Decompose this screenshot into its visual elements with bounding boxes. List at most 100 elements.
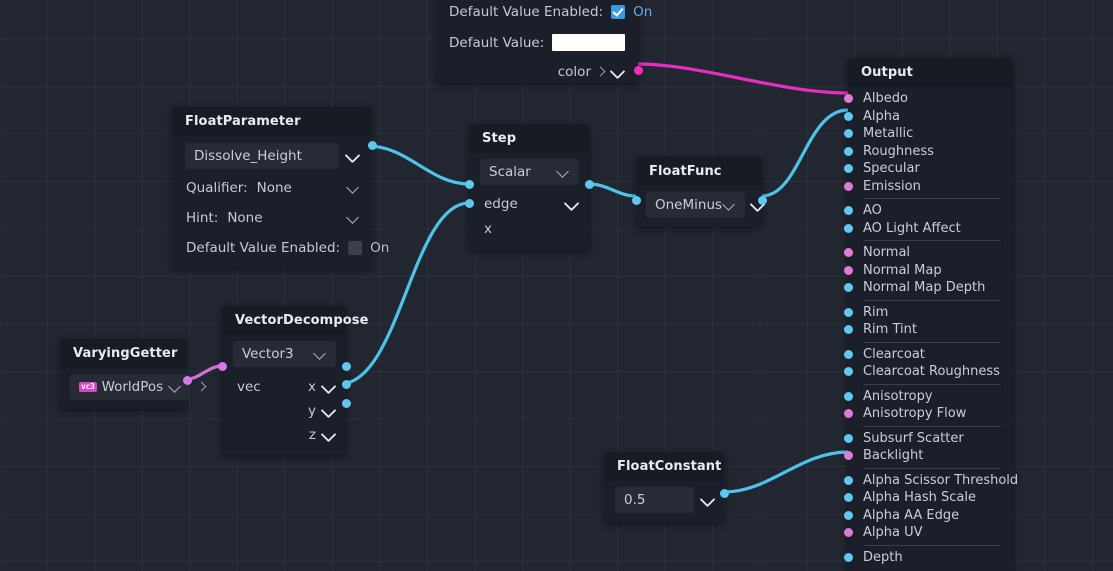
hint-value[interactable]: None: [227, 209, 263, 226]
node-float-constant[interactable]: FloatConstant 0.5: [604, 452, 729, 522]
node-float-func[interactable]: FloatFunc OneMinus: [631, 157, 767, 227]
output-port-row[interactable]: Backlight: [843, 447, 1013, 465]
default-value-enabled-checkbox[interactable]: [611, 4, 626, 19]
node-vector-decompose[interactable]: VectorDecompose Vector3 vec x y z: [217, 306, 368, 455]
chevron-right-icon[interactable]: [197, 381, 207, 393]
default-value-color-swatch[interactable]: [552, 34, 625, 51]
port-floatfunc-out[interactable]: [757, 195, 767, 205]
output-port-row[interactable]: Metallic: [843, 125, 1013, 143]
port-ao-in[interactable]: [843, 206, 853, 216]
port-alpha-uv-in[interactable]: [843, 528, 853, 538]
chevron-down-icon[interactable]: [346, 212, 360, 224]
output-port-row[interactable]: Anisotropy Flow: [843, 405, 1013, 423]
floatconstant-value-input[interactable]: 0.5: [615, 487, 694, 513]
wire-floatparameter-to-step-edge: [366, 144, 471, 186]
output-port-row[interactable]: Roughness: [843, 143, 1013, 161]
port-rim-in[interactable]: [843, 307, 853, 317]
chevron-down-icon[interactable]: [322, 405, 336, 417]
output-port-row[interactable]: Anisotropy: [843, 388, 1013, 406]
color-output-label: color: [557, 63, 591, 80]
port-anisotropy-in[interactable]: [843, 391, 853, 401]
port-ao-light-affect-in[interactable]: [843, 223, 853, 233]
port-depth-in[interactable]: [843, 552, 853, 562]
port-alpha-hash-scale-in[interactable]: [843, 493, 853, 503]
port-anisotropy-flow-in[interactable]: [843, 409, 853, 419]
port-alpha-scissor-threshold-in[interactable]: [843, 475, 853, 485]
output-port-label: Depth: [863, 549, 903, 565]
output-port-row[interactable]: Alpha UV: [843, 524, 1013, 542]
output-port-row[interactable]: Rim Tint: [843, 321, 1013, 339]
output-port-row[interactable]: Subsurf Scatter: [843, 430, 1013, 448]
port-rim-tint-in[interactable]: [843, 325, 853, 335]
port-step-out[interactable]: [584, 179, 594, 189]
chevron-down-icon[interactable]: [701, 494, 715, 506]
chevron-down-icon[interactable]: [346, 182, 360, 194]
chevron-down-icon[interactable]: [346, 150, 360, 162]
output-port-row[interactable]: Normal Map: [843, 262, 1013, 280]
varyinggetter-select[interactable]: vc3 WorldPos: [70, 374, 192, 400]
output-port-row[interactable]: Normal: [843, 244, 1013, 262]
port-step-x-in[interactable]: [464, 198, 474, 208]
output-port-row[interactable]: AO Light Affect: [843, 220, 1013, 238]
port-backlight-in[interactable]: [843, 451, 853, 461]
port-vecdecompose-y-out[interactable]: [341, 379, 351, 389]
port-roughness-in[interactable]: [843, 146, 853, 156]
port-alpha-aa-edge-in[interactable]: [843, 510, 853, 520]
chevron-down-icon[interactable]: [565, 198, 579, 210]
chevron-down-icon[interactable]: [322, 381, 336, 393]
output-port-row[interactable]: Specular: [843, 160, 1013, 178]
port-color-out[interactable]: [633, 65, 643, 75]
chevron-down-icon: [168, 381, 182, 393]
port-clearcoat-in[interactable]: [843, 349, 853, 359]
port-vecdecompose-vec-in[interactable]: [217, 361, 227, 371]
output-port-row[interactable]: Albedo: [843, 90, 1013, 108]
output-port-row[interactable]: AO: [843, 202, 1013, 220]
port-normal-map-depth-in[interactable]: [843, 283, 853, 293]
chevron-down-icon[interactable]: [611, 66, 625, 78]
output-port-row[interactable]: Alpha: [843, 108, 1013, 126]
output-port-row[interactable]: Normal Map Depth: [843, 279, 1013, 297]
port-metallic-in[interactable]: [843, 129, 853, 139]
output-port-row[interactable]: Alpha AA Edge: [843, 507, 1013, 525]
port-vecdecompose-z-out[interactable]: [341, 398, 351, 408]
output-port-row[interactable]: Alpha Hash Scale: [843, 489, 1013, 507]
output-port-label: Rim: [863, 304, 889, 320]
port-subsurf-scatter-in[interactable]: [843, 433, 853, 443]
port-floatfunc-in[interactable]: [631, 195, 641, 205]
port-step-edge-in[interactable]: [464, 179, 474, 189]
output-port-row[interactable]: Depth: [843, 549, 1013, 567]
output-port-row[interactable]: Rim: [843, 304, 1013, 322]
floatfunc-func-select[interactable]: OneMinus: [646, 192, 746, 218]
output-port-row[interactable]: Alpha Scissor Threshold: [843, 472, 1018, 490]
vecdecompose-type-select[interactable]: Vector3: [233, 341, 336, 367]
output-port-row[interactable]: Emission: [843, 178, 1013, 196]
node-title-float-parameter: FloatParameter: [172, 107, 372, 136]
chevron-down-icon[interactable]: [322, 429, 336, 441]
port-emission-in[interactable]: [843, 181, 853, 191]
output-port-row[interactable]: Clearcoat: [843, 346, 1013, 364]
default-value-enabled-checkbox[interactable]: [348, 240, 363, 255]
port-floatconstant-out[interactable]: [719, 488, 729, 498]
port-alpha-in[interactable]: [843, 111, 853, 121]
step-type-select[interactable]: Scalar: [480, 159, 579, 185]
port-normal-map-in[interactable]: [843, 265, 853, 275]
port-albedo-in[interactable]: [843, 94, 853, 104]
node-float-parameter[interactable]: FloatParameter Dissolve_Height Qualifier…: [172, 107, 389, 268]
port-normal-in[interactable]: [843, 248, 853, 258]
qualifier-value[interactable]: None: [256, 179, 292, 196]
port-vecdecompose-x-out[interactable]: [341, 361, 351, 371]
step-input-edge-label: edge: [484, 195, 518, 212]
output-port-row[interactable]: Clearcoat Roughness: [843, 363, 1013, 381]
color-output-row: color: [436, 60, 638, 83]
port-floatparameter-out[interactable]: [367, 141, 377, 150]
node-step[interactable]: Step Scalar edge x: [464, 124, 594, 250]
parameter-name-input[interactable]: Dissolve_Height: [185, 143, 339, 169]
default-value-inspector-panel[interactable]: Default Value Enabled: On Default Value:…: [436, 0, 652, 83]
port-clearcoat-roughness-in[interactable]: [843, 367, 853, 377]
output-port-label: Normal: [863, 245, 911, 261]
port-varyinggetter-out[interactable]: [182, 375, 192, 385]
port-specular-in[interactable]: [843, 164, 853, 174]
node-varying-getter[interactable]: VaryingGetter vc3 WorldPos: [60, 339, 192, 409]
